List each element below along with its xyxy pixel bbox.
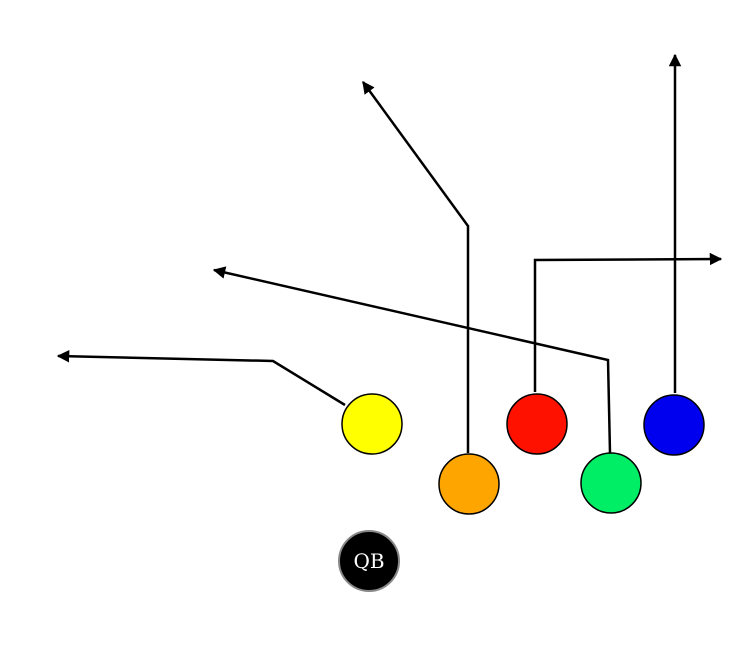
qb-label: QB bbox=[353, 549, 384, 573]
quarterback: QB bbox=[338, 530, 400, 592]
green-route-arrow bbox=[212, 266, 612, 454]
green-player bbox=[580, 452, 642, 514]
blue-player bbox=[643, 394, 705, 456]
qb-circle bbox=[338, 530, 400, 592]
red-player bbox=[506, 393, 568, 455]
yellow-route-arrow bbox=[56, 350, 346, 407]
yellow-player bbox=[341, 393, 403, 455]
orange-route-arrow bbox=[361, 80, 470, 453]
orange-player bbox=[438, 453, 500, 515]
red-route-arrow bbox=[533, 252, 723, 392]
